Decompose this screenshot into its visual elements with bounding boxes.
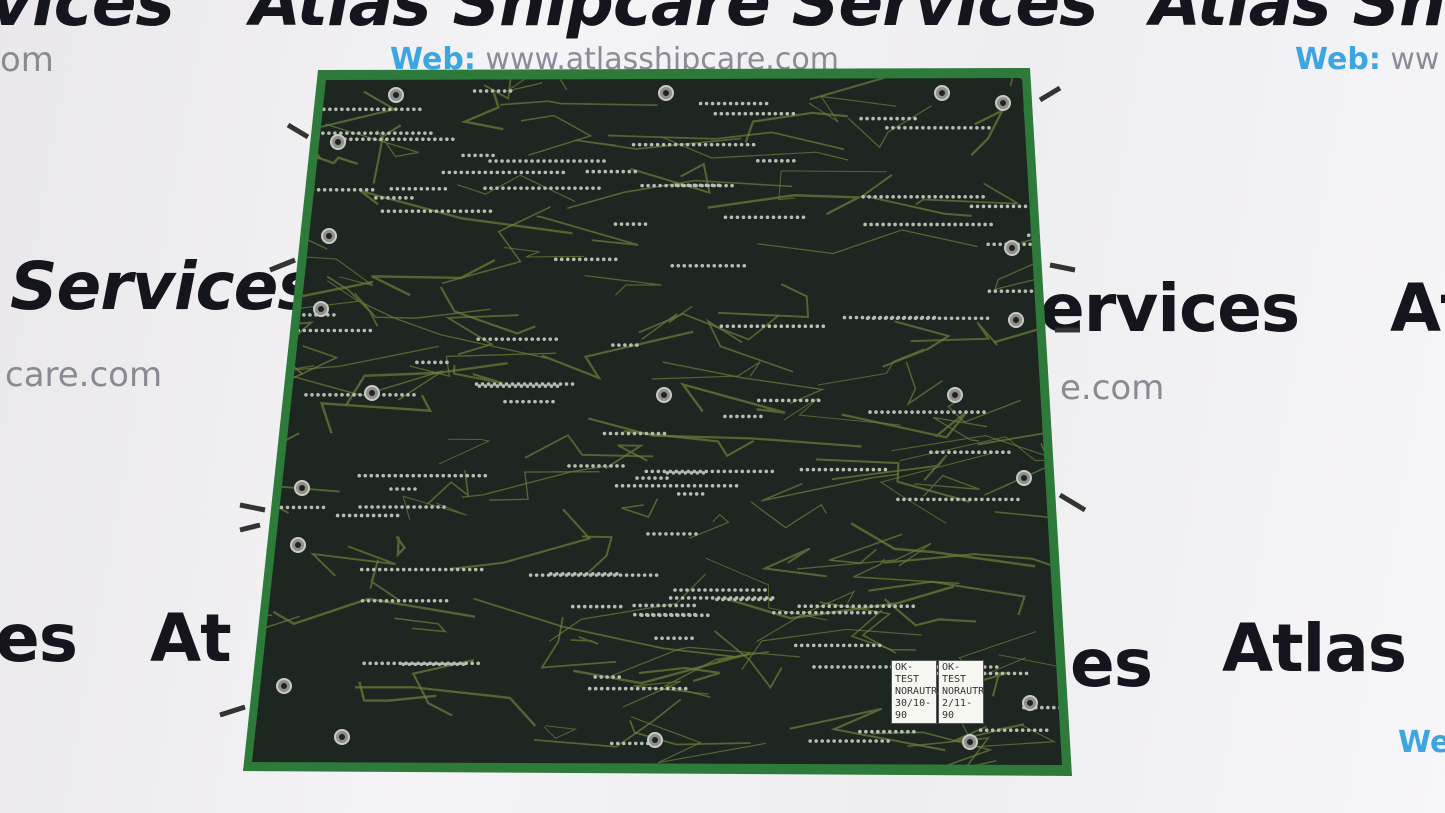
watermark-fragment: At xyxy=(150,600,232,677)
watermark-fragment: e.com xyxy=(1060,368,1165,408)
web-url-fragment: ww xyxy=(1390,42,1440,77)
watermark-fragment: ervices xyxy=(1040,270,1300,347)
watermark-fragment: Services xyxy=(10,248,317,325)
watermark-fragment: At xyxy=(1390,270,1445,347)
watermark-fragment: es xyxy=(1070,625,1153,702)
watermark-fragment: vices xyxy=(0,0,175,41)
watermark-web: Web: ww xyxy=(1295,42,1439,77)
watermark-brand: Atlas Shipcare Services xyxy=(250,0,1098,41)
solder-pads xyxy=(273,89,1062,746)
watermark-fragment: We xyxy=(1398,725,1445,760)
watermark-fragment: es xyxy=(0,600,78,677)
mounting-holes xyxy=(276,85,1038,750)
watermark-fragment: care.com xyxy=(5,355,163,395)
watermark-fragment: Atlas Shi xyxy=(1150,0,1445,41)
connector-pins xyxy=(219,85,1087,718)
board-substrate xyxy=(252,78,1062,765)
web-label: Web: xyxy=(1295,42,1381,77)
watermark-fragment: om xyxy=(0,40,54,80)
watermark-fragment: Atlas xyxy=(1222,610,1407,687)
